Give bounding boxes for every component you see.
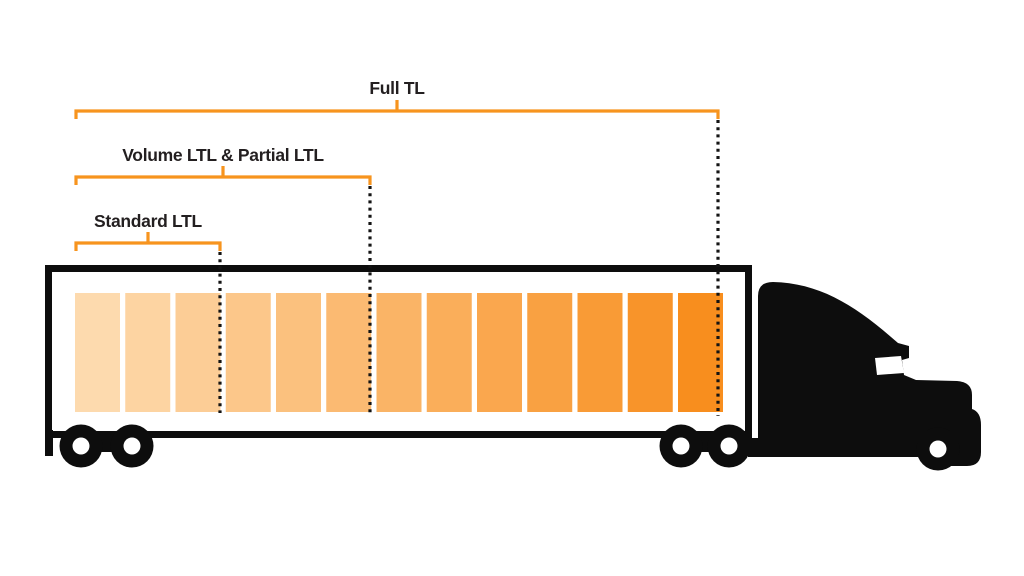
standard-ltl-bracket	[74, 232, 222, 251]
cargo-bar	[678, 293, 723, 412]
cargo-bar	[326, 293, 372, 412]
cargo-bar	[426, 293, 472, 412]
full-tl-label: Full TL	[369, 78, 425, 98]
trailer-wheel	[59, 424, 103, 468]
cargo-bar	[276, 293, 321, 412]
cargo-bar	[477, 293, 522, 412]
truck-cab-silhouette	[758, 282, 981, 466]
cargo-bar	[627, 293, 673, 412]
wheel-hub	[929, 440, 947, 458]
cargo-bar	[225, 293, 271, 412]
trailer-wheel	[707, 424, 751, 468]
cargo-bar	[75, 293, 120, 412]
full-tl-segment: Full TL	[74, 78, 720, 119]
cargo-bar	[175, 293, 221, 412]
trailer-wheel	[110, 424, 154, 468]
trailer-wheel	[659, 424, 703, 468]
cargo-bar	[577, 293, 623, 412]
full-tl-bracket	[74, 100, 720, 119]
cargo-bar	[125, 293, 171, 412]
cab-window	[875, 356, 904, 375]
volume-ltl-label: Volume LTL & Partial LTL	[122, 145, 324, 165]
wheel-hub	[72, 437, 90, 455]
wheel-hub	[720, 437, 738, 455]
standard-ltl-segment: Standard LTL	[74, 211, 222, 251]
standard-ltl-label: Standard LTL	[94, 211, 202, 231]
volume-ltl-segment: Volume LTL & Partial LTL	[74, 145, 372, 185]
wheel-hub	[123, 437, 141, 455]
wheel-hub	[672, 437, 690, 455]
tractor-wheel	[916, 427, 960, 471]
cargo-bar	[376, 293, 422, 412]
volume-ltl-bracket	[74, 166, 372, 185]
trailer-front-landing-leg	[45, 430, 53, 456]
cargo-bars	[75, 293, 723, 412]
cargo-bar	[527, 293, 573, 412]
